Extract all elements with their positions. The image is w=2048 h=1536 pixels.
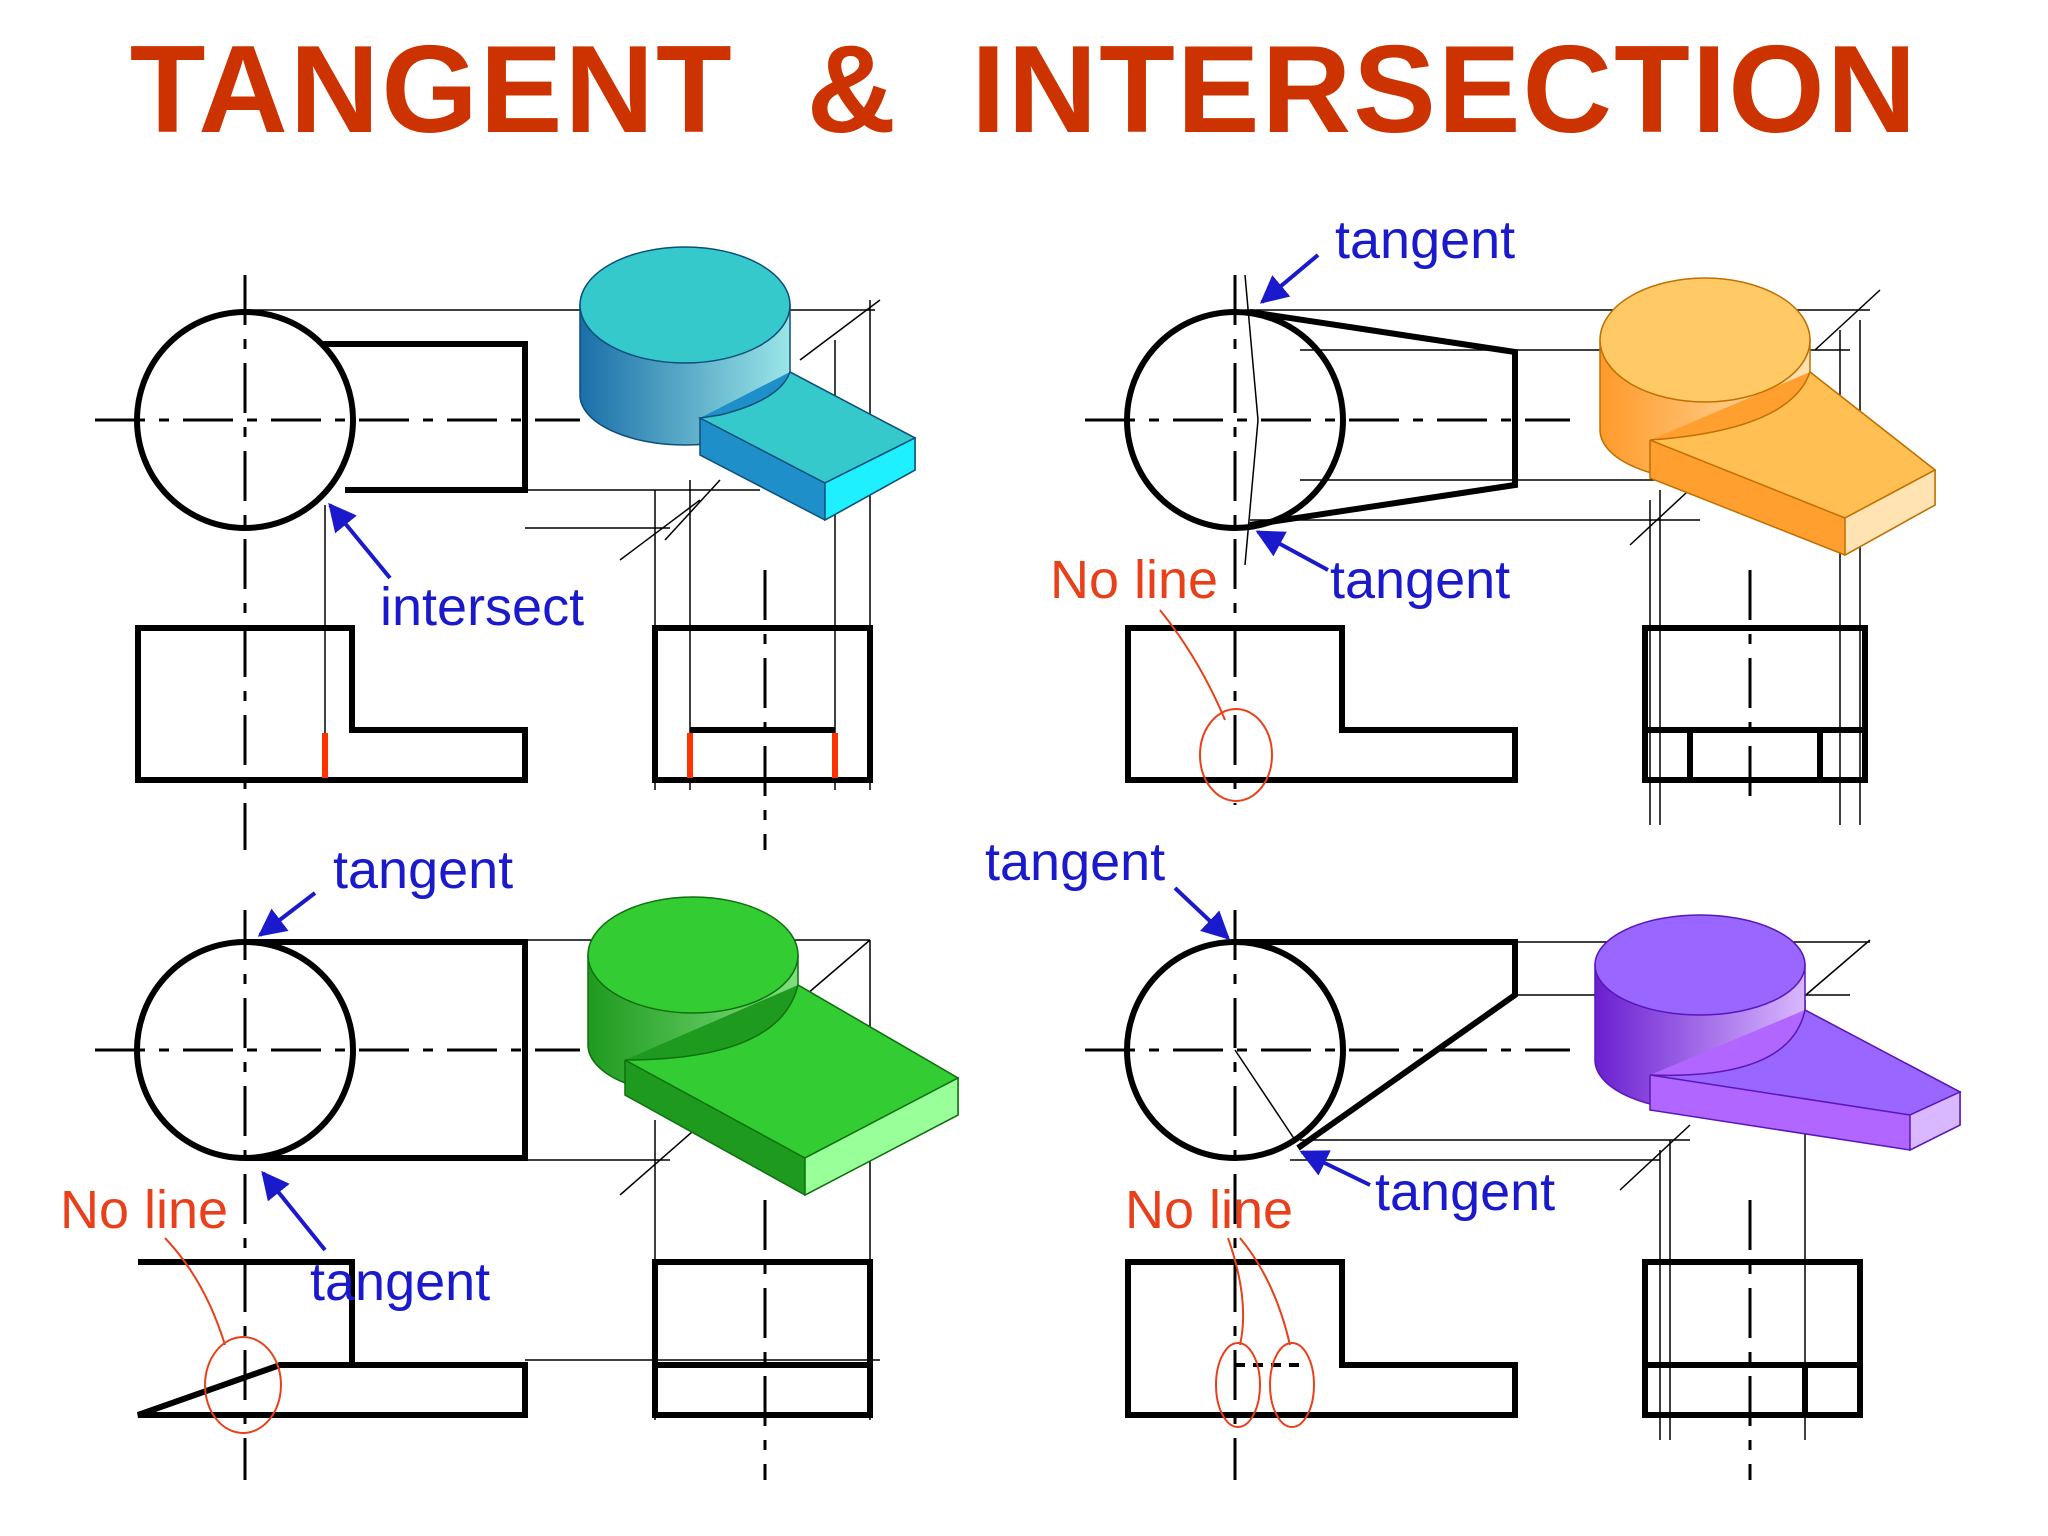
no-line-leader-1 <box>1227 1237 1245 1346</box>
intersect-arrow <box>328 502 392 580</box>
intersect-label: intersect <box>380 577 584 637</box>
no-line-leader <box>1159 609 1226 721</box>
panel-2-front-view <box>1125 625 1868 783</box>
tangent-arrow-bottom <box>1255 530 1329 572</box>
tangent-label-bottom: tangent <box>1375 1162 1555 1222</box>
no-line-label: No line <box>60 1180 228 1240</box>
tangent-arrow-top <box>1259 253 1320 304</box>
panel-3: tangent tangent No line <box>60 840 960 1480</box>
panel-3-top-view <box>134 939 528 1161</box>
no-line-leader-2 <box>1239 1237 1291 1346</box>
panel-2-isometric <box>1599 277 1937 557</box>
panel-2: tangent tangent No line <box>1050 210 1937 825</box>
no-line-leader <box>164 1237 226 1346</box>
panel-1-intersection-marks <box>322 733 838 778</box>
no-line-label: No line <box>1125 1180 1293 1240</box>
panel-1-front-view <box>135 625 873 783</box>
panel-4-front-view <box>1125 1259 1863 1418</box>
panel-1: intersect <box>95 246 917 850</box>
panel-3-centerlines <box>95 910 767 1480</box>
panel-2-top-view <box>1124 309 1518 531</box>
panel-1-centerlines <box>95 275 767 850</box>
panel-3-front-view <box>137 1259 873 1418</box>
no-line-label: No line <box>1050 550 1218 610</box>
no-line-circle-1 <box>1215 1342 1261 1428</box>
panel-3-isometric <box>587 896 960 1197</box>
tangent-label-top: tangent <box>985 832 1165 892</box>
tangent-label-top: tangent <box>333 840 513 900</box>
page-title: TANGENT & INTERSECTION <box>129 21 1919 159</box>
panel-2-centerlines <box>1085 275 1752 805</box>
panel-1-isometric <box>579 246 917 522</box>
tangent-arrow-bottom <box>261 1170 327 1252</box>
tangent-arrow-top <box>257 891 317 937</box>
tangent-arrow-bottom <box>1299 1150 1371 1187</box>
tangent-arrow-top <box>1173 886 1231 940</box>
panel-1-top-view <box>134 309 528 531</box>
tangent-label-bottom: tangent <box>1330 550 1510 610</box>
tangent-label-top: tangent <box>1335 210 1515 270</box>
no-line-circle <box>1199 708 1273 802</box>
panel-4-centerlines <box>1085 910 1752 1480</box>
panel-4-isometric <box>1594 914 1962 1152</box>
no-line-circle-2 <box>1269 1342 1315 1428</box>
panel-4-top-view <box>1124 939 1518 1161</box>
tangent-label-bottom: tangent <box>310 1252 490 1312</box>
panel-4: tangent tangent No line <box>985 832 1962 1480</box>
no-line-circle <box>204 1336 282 1434</box>
